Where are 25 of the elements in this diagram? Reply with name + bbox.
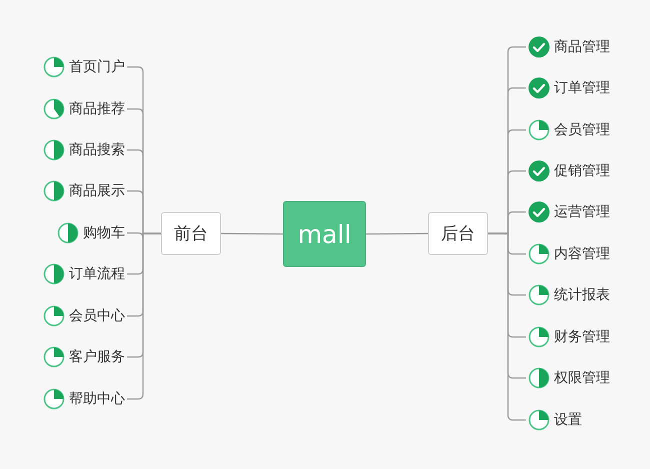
root-topic-box: mall (283, 201, 366, 267)
topic-label: 商品管理 (554, 38, 610, 56)
topic-label: 首页门户 (69, 58, 125, 76)
topic-label: 财务管理 (554, 328, 610, 346)
topic-label: 权限管理 (554, 369, 610, 387)
topic-label: 商品展示 (69, 182, 125, 200)
topic-label: 商品推荐 (69, 100, 125, 118)
topic-label: 促销管理 (554, 162, 610, 180)
topic-label: 运营管理 (554, 203, 610, 221)
topic-box: 前台 (161, 212, 221, 255)
connector-line (366, 232, 428, 235)
topic-label: 内容管理 (554, 245, 610, 263)
topic-label: 会员中心 (69, 307, 125, 325)
topic-label: 订单管理 (554, 79, 610, 97)
topic-label: 设置 (554, 411, 582, 429)
topic-label: 客户服务 (69, 348, 125, 366)
topic-label: 商品搜索 (69, 141, 125, 159)
topic-label: 购物车 (83, 224, 125, 242)
topic-label: 订单流程 (69, 265, 125, 283)
connector-line (488, 232, 526, 421)
topic-label: 会员管理 (554, 121, 610, 139)
connector-line (221, 232, 283, 235)
topic-label: 帮助中心 (69, 390, 125, 408)
topic-label: 统计报表 (554, 286, 610, 304)
topic-box: 后台 (428, 212, 488, 255)
